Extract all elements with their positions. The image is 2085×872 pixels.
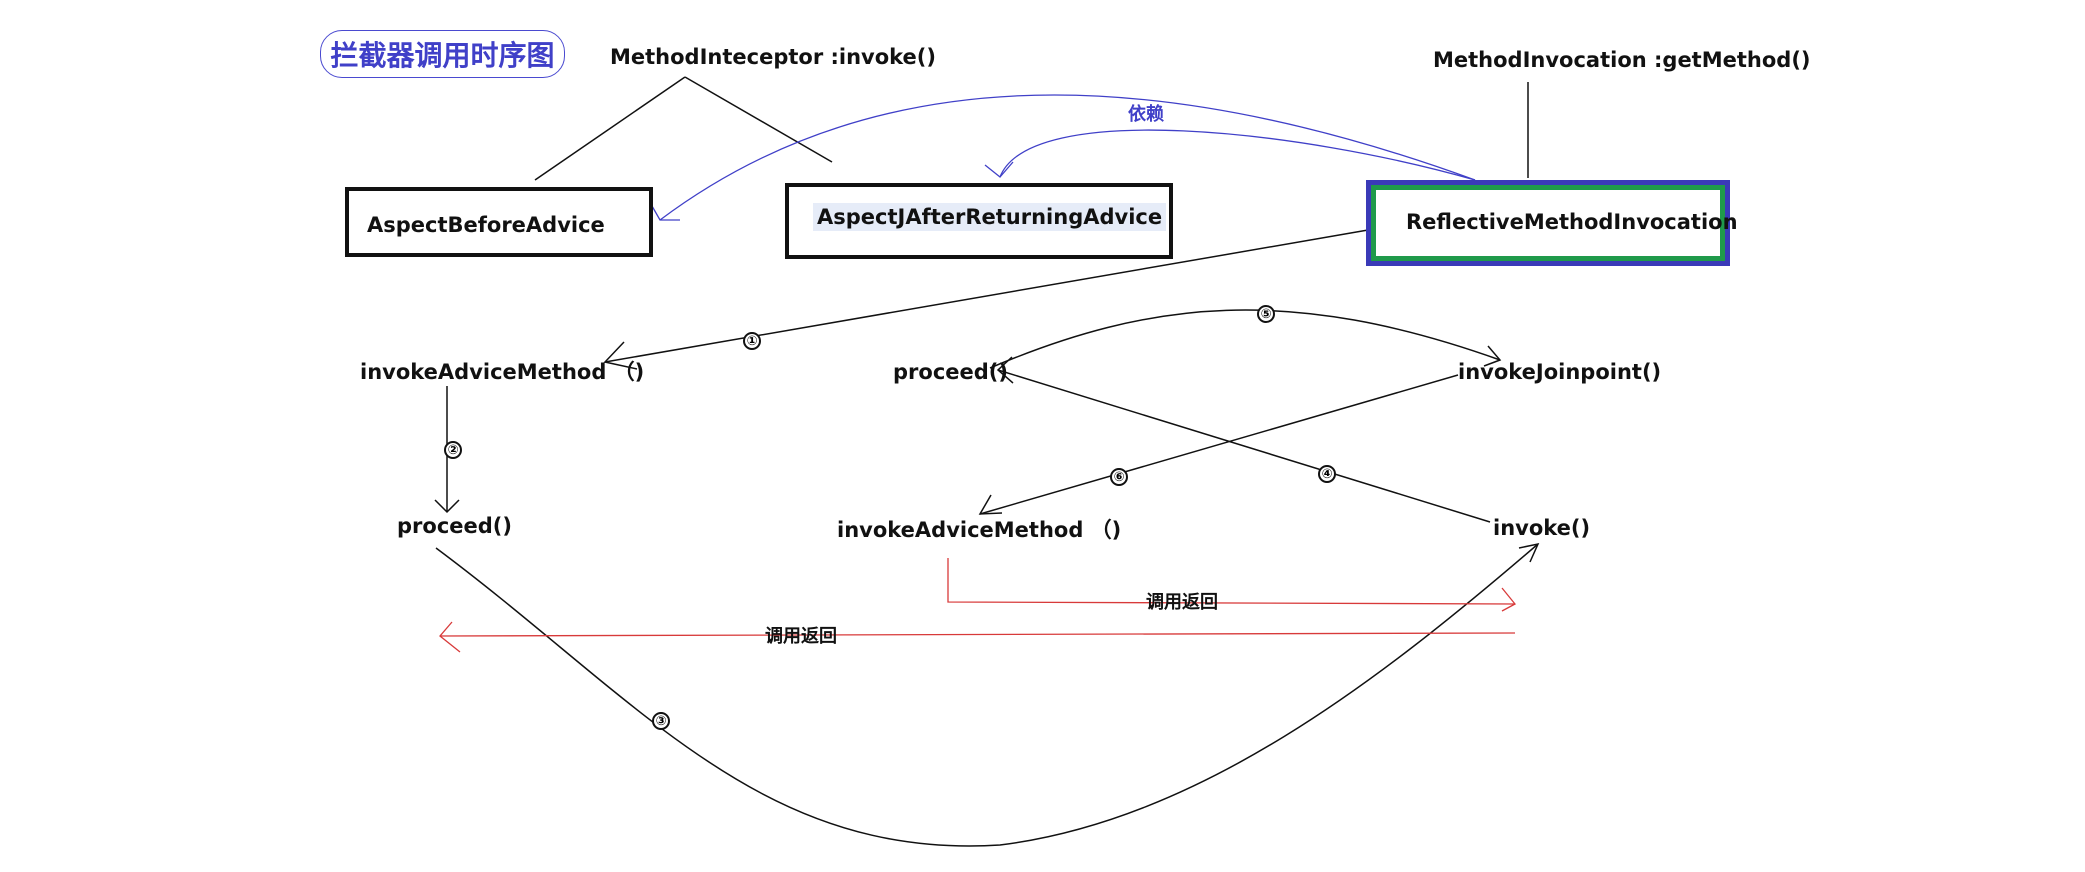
invoke-joinpoint-label: invokeJoinpoint() xyxy=(1458,360,1662,384)
interceptor-line-after xyxy=(684,76,833,163)
step4-line xyxy=(997,369,1491,523)
step3-arrowhead xyxy=(1518,542,1540,563)
step-2-marker: ② xyxy=(444,441,462,459)
invoke-advice-method-right-label: invokeAdviceMethod （) xyxy=(837,518,1122,542)
proceed-right-label: proceed() xyxy=(893,360,1008,384)
step5-curve xyxy=(989,309,1501,369)
diagram-title-badge: 拦截器调用时序图 xyxy=(320,30,565,78)
interceptor-line-before xyxy=(534,76,686,181)
invoke-label: invoke() xyxy=(1493,516,1591,540)
aspect-before-advice-box: AspectBeforeAdvice xyxy=(345,187,653,257)
method-interceptor-label: MethodInteceptor :invoke() xyxy=(610,45,936,69)
step-1-marker: ① xyxy=(743,332,761,350)
return-arrow-left xyxy=(439,632,1516,637)
method-invocation-label: MethodInvocation :getMethod() xyxy=(1433,48,1811,72)
dependency-arrow-to-after xyxy=(999,129,1476,181)
step-5-marker: ⑤ xyxy=(1257,305,1275,323)
aspect-before-advice-label: AspectBeforeAdvice xyxy=(367,213,605,237)
step-4-marker: ④ xyxy=(1318,465,1336,483)
step-3-marker: ③ xyxy=(652,712,670,730)
dependency-label: 依赖 xyxy=(1128,104,1164,125)
step6-arrowhead xyxy=(978,494,1003,515)
dependency-arrowhead-after xyxy=(984,161,1014,178)
aspect-after-returning-advice-box: AspectJAfterReturningAdvice xyxy=(785,183,1173,259)
reflective-method-invocation-outer-box xyxy=(1366,180,1730,266)
dependency-arrowhead-before xyxy=(651,205,680,221)
step1-line xyxy=(604,229,1369,363)
diagram-title: 拦截器调用时序图 xyxy=(330,39,555,72)
return-arrowhead-right xyxy=(1501,587,1516,612)
call-return-right-label: 调用返回 xyxy=(1146,592,1218,613)
call-return-left-label: 调用返回 xyxy=(765,626,837,647)
reflective-method-invocation-box: ReflectiveMethodInvocation xyxy=(1371,185,1738,261)
step2-arrowhead xyxy=(434,499,460,514)
return-arrow-right xyxy=(947,558,1516,605)
proceed-left-label: proceed() xyxy=(397,514,512,538)
step1-arrowhead xyxy=(603,341,638,370)
aspect-after-returning-advice-label: AspectJAfterReturningAdvice xyxy=(813,203,1167,231)
reflective-method-invocation-label: ReflectiveMethodInvocation xyxy=(1406,210,1738,234)
dependency-arrow-to-before xyxy=(659,94,1476,221)
invoke-advice-method-left-label: invokeAdviceMethod （) xyxy=(360,360,645,384)
step3-curve xyxy=(435,543,1539,847)
step6-line xyxy=(979,374,1459,515)
step5-arrowhead xyxy=(1483,345,1502,367)
return-arrowhead-left xyxy=(439,621,461,653)
step-6-marker: ⑥ xyxy=(1110,468,1128,486)
